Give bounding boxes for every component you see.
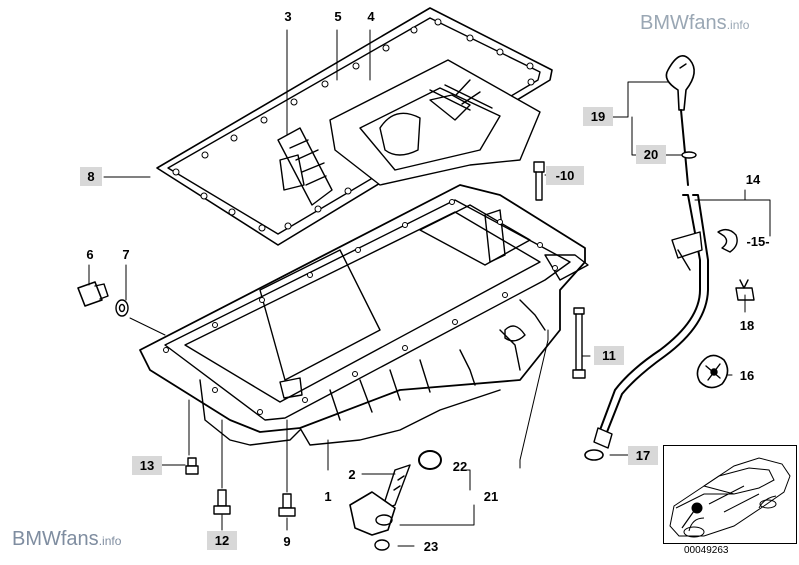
callout-16: 16	[739, 368, 755, 383]
bolt-23	[374, 539, 390, 551]
watermark-brand: BMWfans	[640, 12, 727, 34]
o-ring-22	[418, 450, 442, 470]
diagram-id: 00049263	[684, 545, 729, 556]
watermark-brand: BMWfans	[12, 528, 99, 550]
callout-2: 2	[348, 467, 356, 482]
drain-plug	[77, 281, 109, 307]
callout-3: 3	[284, 9, 292, 24]
bolt-10	[533, 161, 545, 201]
oil-pan-gasket	[156, 7, 553, 246]
bolt-11	[572, 307, 586, 379]
callout-13: 13	[132, 456, 162, 475]
car-locator-inset	[663, 445, 797, 544]
baffle-bracket	[277, 127, 333, 206]
watermark-suffix: .info	[98, 534, 122, 548]
car-silhouette	[669, 457, 791, 538]
callout-19: 19	[583, 107, 613, 126]
watermark-bottom: BMWfans.info	[12, 528, 121, 551]
callout-21: 21	[483, 489, 499, 504]
callout-9: 9	[283, 534, 291, 549]
bolt-9	[278, 493, 296, 517]
oil-baffle-plate	[329, 59, 541, 186]
bracket-bolt	[735, 279, 755, 301]
bolt-13	[185, 457, 199, 475]
callout-22: 22	[452, 459, 468, 474]
callout-17: 17	[628, 446, 658, 465]
bolt-12	[213, 489, 231, 515]
tube-clip	[717, 228, 738, 253]
grommet	[696, 354, 729, 389]
callout-5: 5	[334, 9, 342, 24]
oil-dipstick	[665, 54, 697, 186]
callout-18: 18	[739, 318, 755, 333]
callout-12: 12	[207, 531, 237, 550]
callout-1: 1	[324, 489, 332, 504]
sealing-ring	[115, 299, 129, 317]
callout-23: 23	[423, 539, 439, 554]
oil-pan	[139, 184, 589, 446]
dipstick-guide-tube	[584, 194, 709, 461]
callout-11: 11	[594, 346, 624, 365]
callout-14: 14	[745, 172, 761, 187]
callout-6: 6	[86, 247, 94, 262]
watermark-top: BMWfans.info	[640, 12, 749, 35]
callout-7: 7	[122, 247, 130, 262]
callout-10: -10	[546, 166, 584, 185]
guide-tube-bracket	[671, 231, 703, 271]
oil-level-sensor	[349, 464, 411, 536]
leader-lines	[88, 29, 771, 547]
callout-15: -15-	[746, 234, 770, 249]
watermark-suffix: .info	[726, 18, 750, 32]
callout-20: 20	[636, 145, 666, 164]
callout-8: 8	[80, 167, 102, 186]
callout-4: 4	[367, 9, 375, 24]
